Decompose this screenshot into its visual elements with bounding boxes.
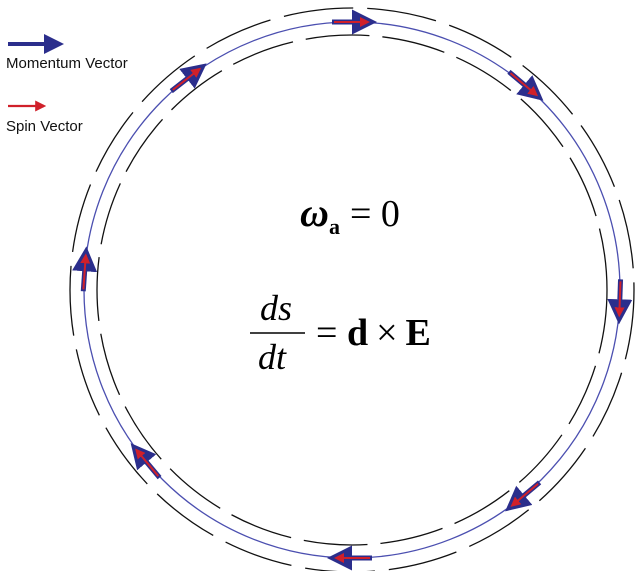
inner-electrode-ring xyxy=(96,34,608,546)
omega-rhs: = 0 xyxy=(350,193,400,235)
legend: Momentum Vector Spin Vector xyxy=(6,34,128,135)
vector-pair-upper-left xyxy=(169,63,207,94)
spin-vector xyxy=(135,448,160,477)
electrode-rings xyxy=(69,7,635,571)
spin-vector xyxy=(510,482,539,507)
spin-equation: ds dt = d×E xyxy=(250,288,431,377)
vector-pair-left xyxy=(72,246,98,292)
spin-vector xyxy=(80,253,91,290)
vector-pair-lower-left xyxy=(130,443,162,480)
vector-pairs xyxy=(72,9,633,571)
momentum-legend-label: Momentum Vector xyxy=(6,55,128,72)
vector-pair-lower-right xyxy=(505,480,542,512)
outer-electrode-ring xyxy=(69,7,635,571)
spin-equation-rhs: = d×E xyxy=(316,312,431,354)
omega-symbol: ω xyxy=(300,190,329,235)
equations: ωa = 0 ds dt = d×E xyxy=(250,190,431,377)
vector-pair-upper-right xyxy=(507,69,544,101)
spin-legend-label: Spin Vector xyxy=(6,118,83,135)
spin-vector xyxy=(172,67,202,91)
fraction-denominator: dt xyxy=(258,337,287,377)
spin-vector xyxy=(614,281,625,318)
vector-pair-right xyxy=(607,279,633,325)
omega-subscript: a xyxy=(329,214,340,239)
spin-vector xyxy=(509,72,539,97)
omega-equation: ωa = 0 xyxy=(300,190,400,239)
fraction-numerator: ds xyxy=(260,288,292,328)
beam-orbit xyxy=(83,21,621,559)
